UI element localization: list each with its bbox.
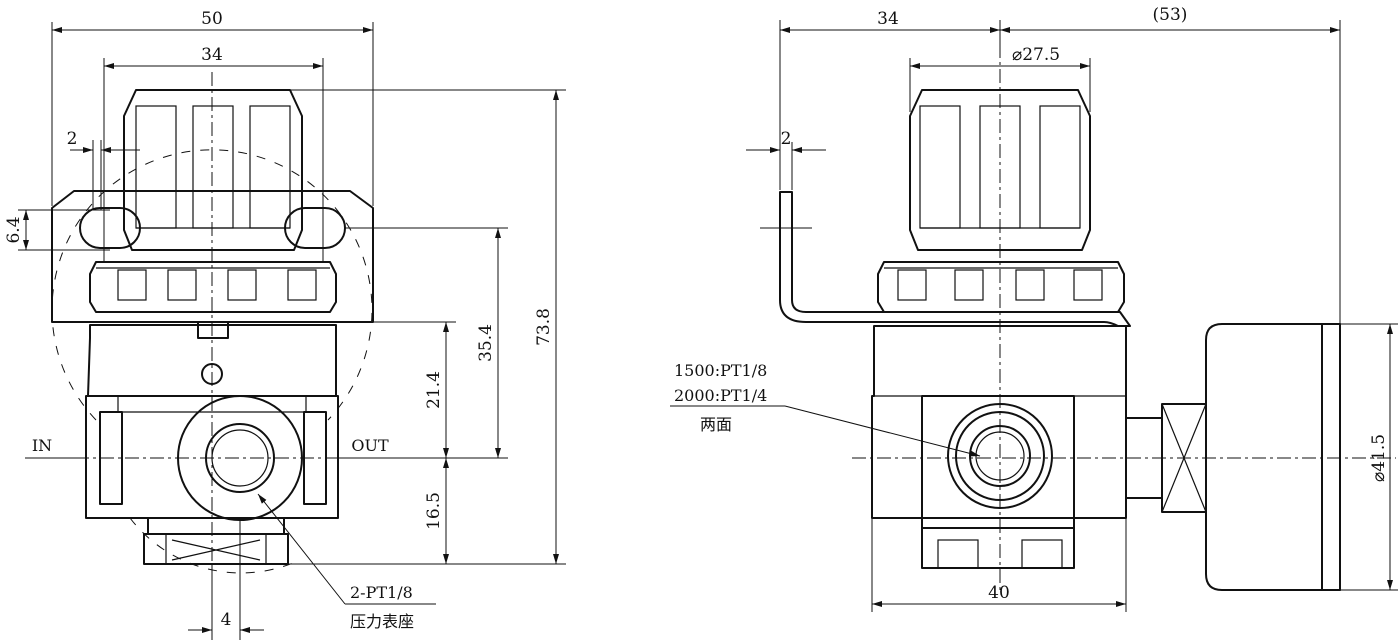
- front-dim-21-4: 21.4: [424, 371, 444, 409]
- side-dim-41-5: ⌀41.5: [1369, 434, 1389, 482]
- side-dim-34: 34: [877, 9, 899, 29]
- side-view: 34 (53) ⌀27.5 2 40 ⌀41.5 1500:PT1/8 2000…: [670, 5, 1398, 612]
- label-out: OUT: [351, 436, 389, 455]
- side-callout-line3: 两面: [700, 415, 732, 434]
- front-dim-34: 34: [201, 45, 223, 65]
- callout-gauge-seat: 压力表座: [350, 612, 414, 631]
- front-dim-4: 4: [221, 610, 232, 630]
- side-dim-53: (53): [1153, 5, 1188, 25]
- side-dim-2: 2: [781, 129, 792, 149]
- side-callout-line2: 2000:PT1/4: [674, 386, 767, 405]
- front-view: 50 34 2 6.4 73.8 35.4 21.4 16.5: [4, 9, 566, 640]
- side-dim-27-5: ⌀27.5: [1012, 45, 1060, 65]
- front-dim-16-5: 16.5: [424, 492, 444, 530]
- front-dim-50: 50: [201, 9, 223, 29]
- front-dim-2: 2: [67, 129, 78, 149]
- callout-port: 2-PT1/8: [350, 583, 413, 602]
- front-dim-73-8: 73.8: [534, 308, 554, 346]
- label-in: IN: [32, 436, 52, 455]
- side-dim-40: 40: [988, 583, 1010, 603]
- front-dim-35-4: 35.4: [476, 324, 496, 362]
- side-callout-line1: 1500:PT1/8: [674, 361, 767, 380]
- front-dim-6-4: 6.4: [4, 216, 24, 243]
